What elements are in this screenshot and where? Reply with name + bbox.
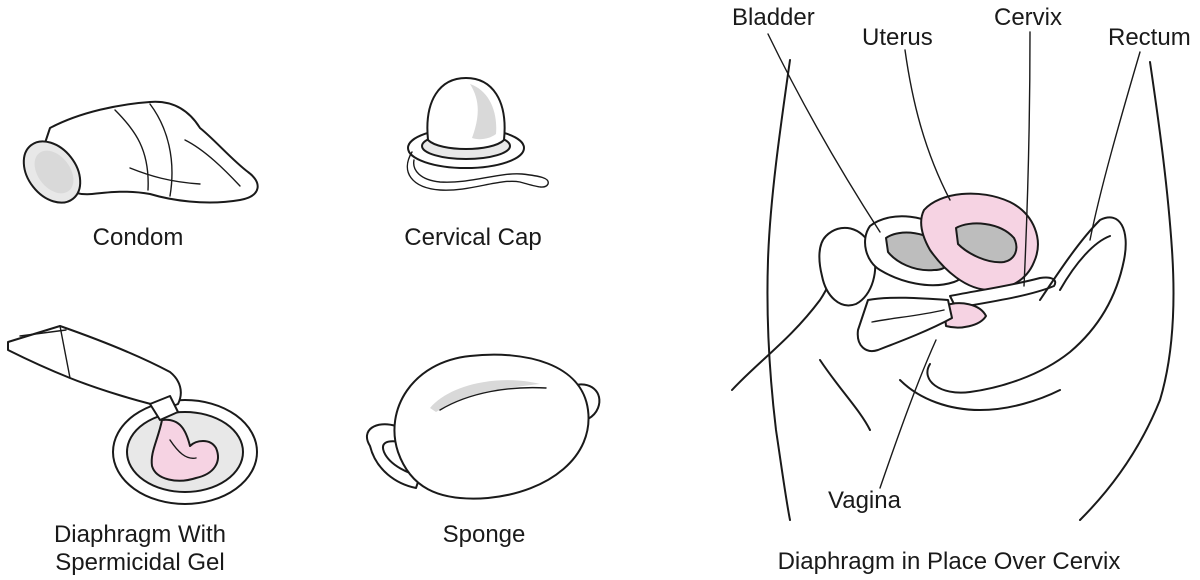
cervix-label: Cervix — [994, 4, 1063, 31]
cervical-cap-label: Cervical Cap — [404, 224, 542, 251]
diaphragm-label-line1: Diaphragm With — [53, 521, 227, 548]
uterus-label: Uterus — [862, 24, 933, 51]
diaphragm-label-line2: Spermicidal Gel — [55, 549, 225, 576]
cervical-cap-drawing — [406, 77, 549, 191]
sponge-label: Sponge — [442, 521, 526, 548]
condom-label: Condom — [92, 224, 184, 251]
sponge-drawing — [366, 353, 601, 500]
condom-drawing — [22, 100, 259, 204]
bladder-label: Bladder — [732, 4, 815, 31]
rectum-label: Rectum — [1108, 24, 1191, 51]
diaphragm-gel-drawing — [7, 325, 258, 505]
anatomy-caption: Diaphragm in Place Over Cervix — [777, 548, 1121, 575]
vagina-label: Vagina — [828, 487, 901, 514]
anatomy-cross-section — [731, 31, 1175, 521]
